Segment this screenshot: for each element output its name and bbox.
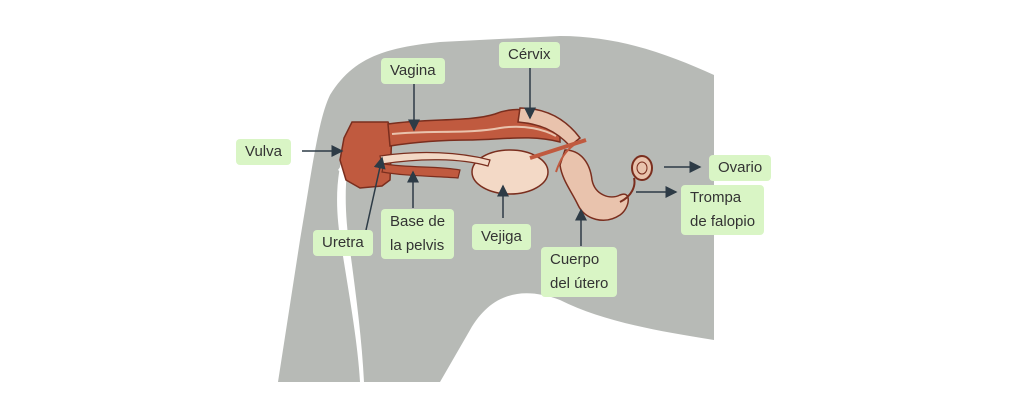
leg-highlight (337, 142, 364, 382)
label-cuerpo-utero: Cuerpo del útero (541, 247, 618, 297)
bladder-organ (471, 149, 549, 195)
label-vagina: Vagina (381, 58, 445, 84)
label-trompa: Trompa de falopio (681, 185, 765, 235)
fallopian-tube-organ (619, 177, 636, 203)
uterus-body-organ (559, 149, 629, 221)
uretra-arrow (365, 156, 386, 231)
pelvic-floor-organ (381, 163, 461, 179)
label-base-pelvis: Base de la pelvis (381, 209, 455, 259)
label-ovario: Ovario (709, 155, 772, 181)
urethra-organ (379, 151, 491, 167)
label-uretra: Uretra (313, 230, 373, 256)
label-vulva: Vulva (236, 139, 291, 165)
label-vejiga: Vejiga (472, 224, 531, 250)
ovary-organ (631, 155, 653, 181)
label-cervix: Cérvix (499, 42, 560, 68)
